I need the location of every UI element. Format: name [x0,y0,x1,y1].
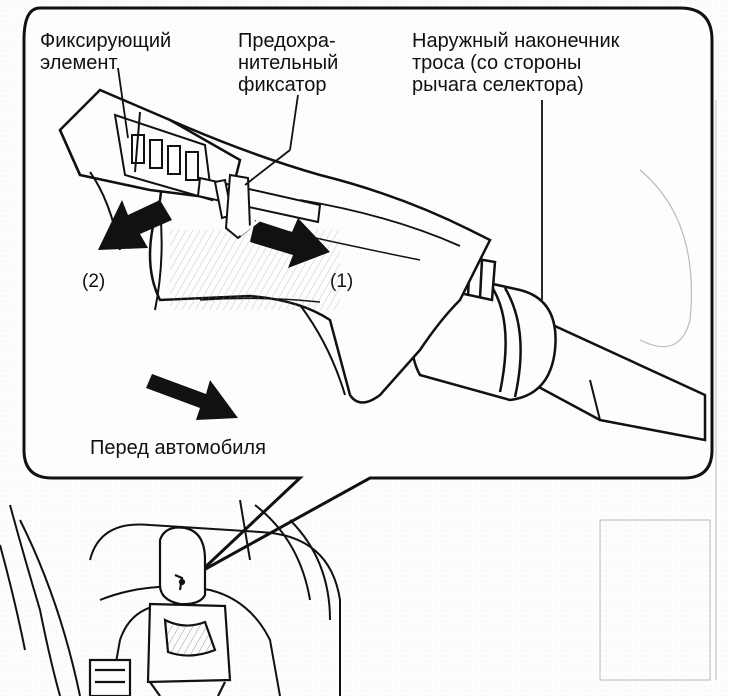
page-edge-right [599,100,717,681]
callout-step-2: (2) [82,271,106,292]
callout-step-1: (1) [330,271,354,292]
locking-element [113,111,214,202]
label-vehicle-front: Перед автомобиля [90,437,266,459]
label-outer-cable-end: Наружный наконечник троса (со стороны ры… [412,30,620,96]
label-locking-element: Фиксирующий элемент [40,30,172,74]
arrow-1 [239,216,330,268]
shift-lever [88,526,232,696]
label-safety-lock: Предохра- нительный фиксатор [238,30,339,96]
interior-sketch [0,499,341,696]
leader-lines [117,67,543,300]
front-arrow [146,374,238,420]
arrow-2 [98,200,172,250]
